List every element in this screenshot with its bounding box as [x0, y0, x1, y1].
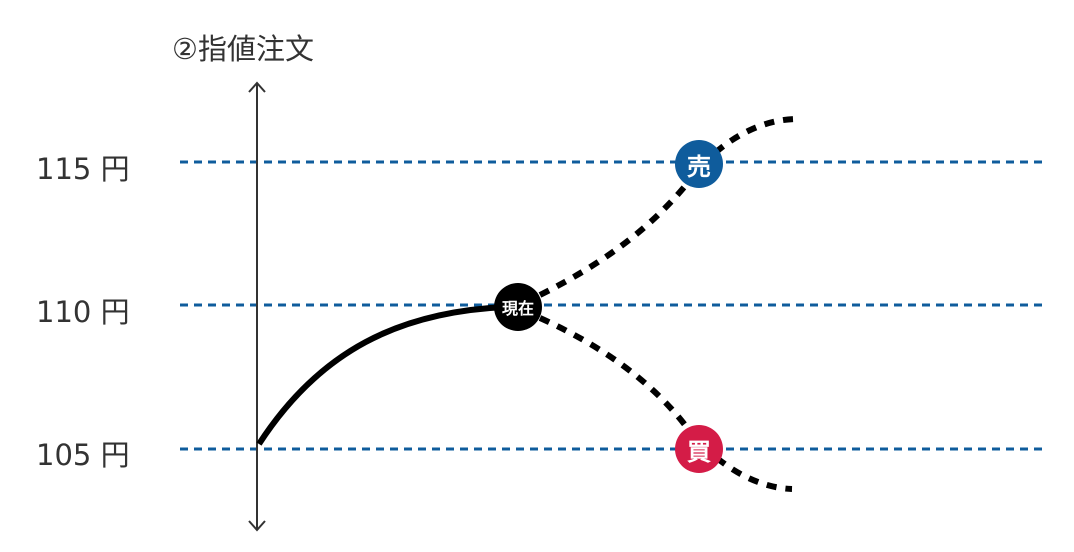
sell-path — [538, 116, 796, 298]
buy-marker: 買 — [675, 425, 723, 473]
price-label-110: 110 円 — [36, 295, 130, 329]
price-label-115: 115 円 — [36, 152, 130, 186]
diagram-title: ②指値注文 — [172, 32, 314, 66]
sell-marker: 売 — [675, 140, 723, 188]
price-label-105: 105 円 — [36, 438, 130, 472]
buy-path — [538, 315, 793, 492]
price-history-curve — [256, 304, 506, 446]
current-price-marker: 現在 — [494, 283, 542, 331]
vertical-axis-arrow — [248, 81, 266, 532]
